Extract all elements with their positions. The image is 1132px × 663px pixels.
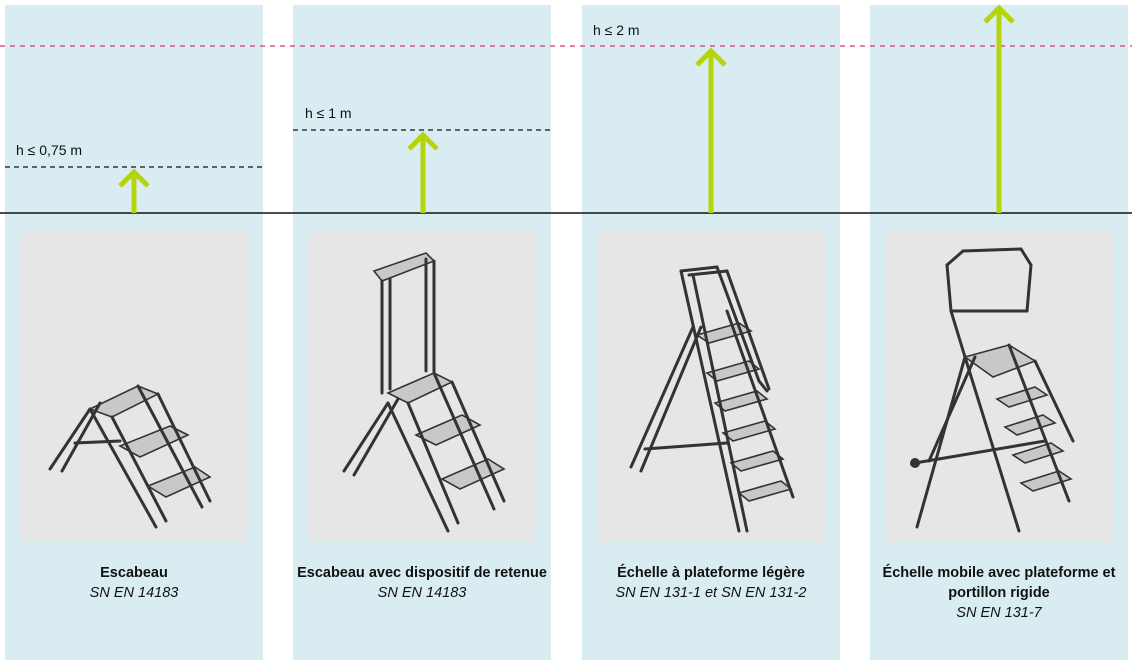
caption-norm: SN EN 131-7 (956, 605, 1042, 621)
image-panel (20, 231, 248, 541)
column-echelle-plateforme: Échelle à plateforme légère SN EN 131-1 … (582, 5, 840, 660)
caption: Escabeau SN EN 14183 (5, 563, 263, 603)
caption-norm: SN EN 131-1 et SN EN 131-2 (615, 585, 807, 601)
escabeau-illustration (48, 384, 212, 529)
column-escabeau: Escabeau SN EN 14183 (5, 5, 263, 660)
image-panel (597, 231, 825, 541)
caption: Échelle à plateforme légère SN EN 131-1 … (582, 563, 840, 603)
column-escabeau-retenue: Escabeau avec dispositif de retenue SN E… (293, 5, 551, 660)
image-panel (308, 231, 536, 541)
caption-norm: SN EN 14183 (89, 585, 179, 601)
height-label: h ≤ 2 m (593, 22, 640, 38)
height-label: h ≤ 1 m (305, 105, 352, 121)
height-label: h ≤ 0,75 m (16, 142, 83, 158)
echelle-plateforme-illustration (629, 265, 795, 533)
caption-title: Échelle mobile avec plateforme et portil… (882, 565, 1116, 601)
escabeau-retenue-illustration (342, 252, 506, 533)
caption-title: Escabeau (100, 565, 168, 581)
column-echelle-mobile: Échelle mobile avec plateforme et portil… (870, 5, 1128, 660)
caption-title: Échelle à plateforme légère (617, 565, 805, 581)
caption-norm: SN EN 14183 (377, 585, 467, 601)
caption: Échelle mobile avec plateforme et portil… (870, 563, 1128, 623)
caption: Escabeau avec dispositif de retenue SN E… (293, 563, 551, 603)
image-panel (885, 231, 1113, 541)
echelle-mobile-illustration (910, 247, 1075, 533)
caption-title: Escabeau avec dispositif de retenue (297, 565, 547, 581)
